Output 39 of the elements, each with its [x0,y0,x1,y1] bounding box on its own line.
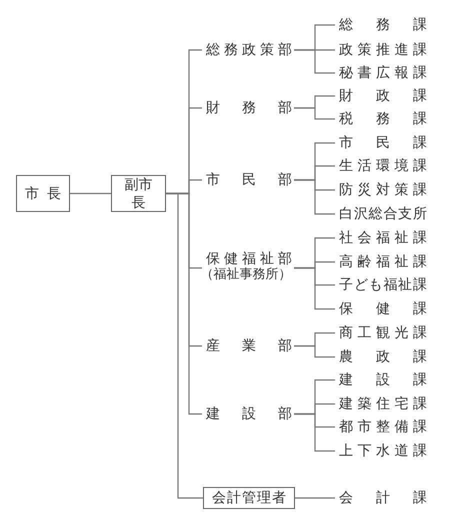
section-label: 上下水道課 [339,442,427,460]
connector-line [294,179,335,215]
section-label: 市民課 [339,134,427,152]
department-label: 財務部 [206,99,292,117]
connector-line [294,267,335,310]
connector-line [70,192,111,194]
position-box: 会計管理者 [203,487,295,509]
department-label: 市民部 [206,171,292,189]
connector-line [294,107,335,120]
position-box: 市長 [16,175,70,212]
section-label: 建設課 [339,371,427,389]
department-label: 建設部 [206,405,292,423]
connector-line [294,413,335,452]
connector-line [294,345,335,358]
section-label: 会計課 [339,489,427,507]
position-box: 副市長 [111,175,166,212]
section-label: 建築住宅課 [339,395,427,413]
section-label: 白沢総合支所 [339,205,427,223]
section-label: 政策推進課 [339,41,427,59]
section-label: 防災対策課 [339,181,427,199]
department-label: 保健福祉部 [206,251,292,267]
section-label: 高齢福祉課 [339,253,427,271]
connector-line [294,49,335,74]
section-label: 子ども福祉課 [339,276,427,294]
section-label: 財政課 [339,87,427,105]
section-label: 社会福祉課 [339,229,427,247]
section-label: 商工観光課 [339,324,427,342]
section-label: 総務課 [339,16,427,34]
section-label: 農政課 [339,348,427,366]
connector-line [166,192,203,499]
section-label: 税務課 [339,110,427,128]
office-note: （福祉事務所） [200,267,292,283]
department-label: 総務政策部 [206,41,292,59]
section-label: 都市整備課 [339,418,427,436]
department-label: 産業部 [206,337,292,355]
section-label: 生活環境課 [339,157,427,175]
section-label: 秘書広報課 [339,64,427,82]
section-label: 保健課 [339,300,427,318]
connector-line [295,497,335,499]
